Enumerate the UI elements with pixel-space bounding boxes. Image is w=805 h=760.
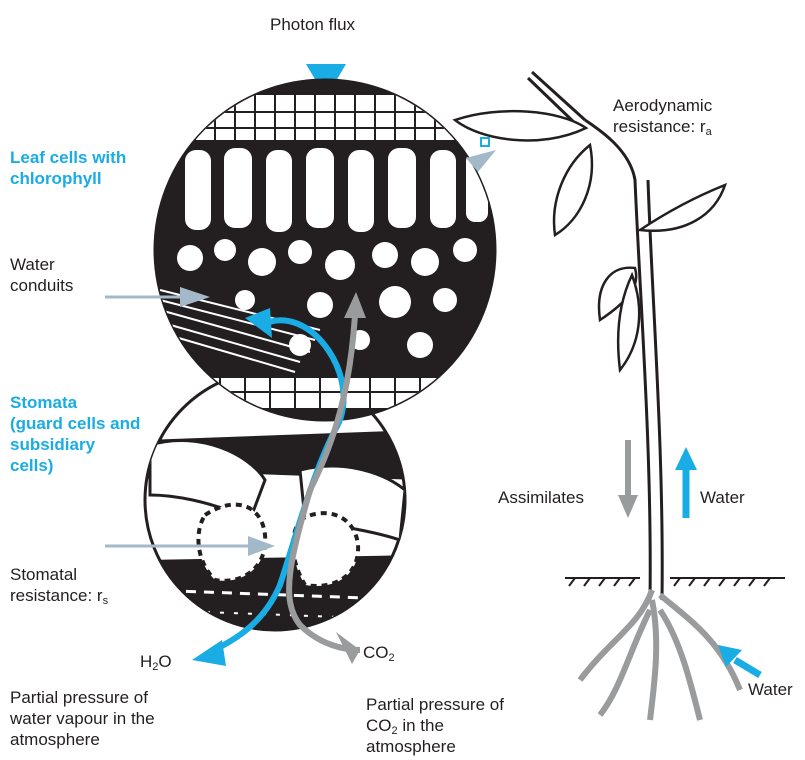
- partial-pressure-co2-label: Partial pressure of CO2 in the atmospher…: [366, 694, 504, 757]
- plant-drawing: [455, 72, 740, 720]
- co2-label: CO2: [363, 642, 395, 663]
- aerodynamic-resistance-label: Aerodynamic resistance: ra: [613, 95, 712, 137]
- pp-co2-line-2: CO2 in the: [366, 715, 504, 736]
- water-root-label: Water: [748, 679, 793, 700]
- stomata-line-1: Stomata: [10, 392, 140, 413]
- stomatal-resistance-line-2: resistance: rs: [10, 585, 108, 606]
- pp-water-line-2: water vapour in the: [10, 708, 155, 729]
- partial-pressure-water-label: Partial pressure of water vapour in the …: [10, 687, 155, 750]
- stomatal-resistance-line-1: Stomatal: [10, 564, 108, 585]
- water-stem-label: Water: [700, 487, 745, 508]
- aerodynamic-resistance-line-2: resistance: ra: [613, 116, 712, 137]
- stomata-line-4: cells): [10, 455, 140, 476]
- h2o-label: H2O: [140, 651, 172, 672]
- leaf-cells-line-2: chlorophyll: [10, 168, 126, 189]
- ground-line: [565, 578, 785, 586]
- water-up-arrow: [675, 447, 697, 518]
- water-conduits-line-2: conduits: [10, 275, 73, 296]
- water-root-arrow: [718, 645, 760, 675]
- pp-water-line-1: Partial pressure of: [10, 687, 155, 708]
- stomata-line-3: subsidiary: [10, 434, 140, 455]
- pp-co2-line-3: atmosphere: [366, 736, 504, 757]
- leaf-sample-marker: [481, 138, 489, 146]
- water-conduits-line-1: Water: [10, 254, 73, 275]
- stomata-line-2: (guard cells and: [10, 413, 140, 434]
- leaf-cells-label: Leaf cells with chlorophyll: [10, 147, 126, 189]
- leaf-cells-magnified-circle: [155, 80, 495, 420]
- water-conduits-label: Water conduits: [10, 254, 73, 296]
- assimilates-label: Assimilates: [498, 487, 584, 508]
- pp-co2-line-1: Partial pressure of: [366, 694, 504, 715]
- aerodynamic-resistance-line-1: Aerodynamic: [613, 95, 712, 116]
- stomata-label: Stomata (guard cells and subsidiary cell…: [10, 392, 140, 476]
- pp-water-line-3: atmosphere: [10, 729, 155, 750]
- stomatal-resistance-label: Stomatal resistance: rs: [10, 564, 108, 606]
- leaf-cells-line-1: Leaf cells with: [10, 147, 126, 168]
- photon-flux-label: Photon flux: [270, 14, 355, 35]
